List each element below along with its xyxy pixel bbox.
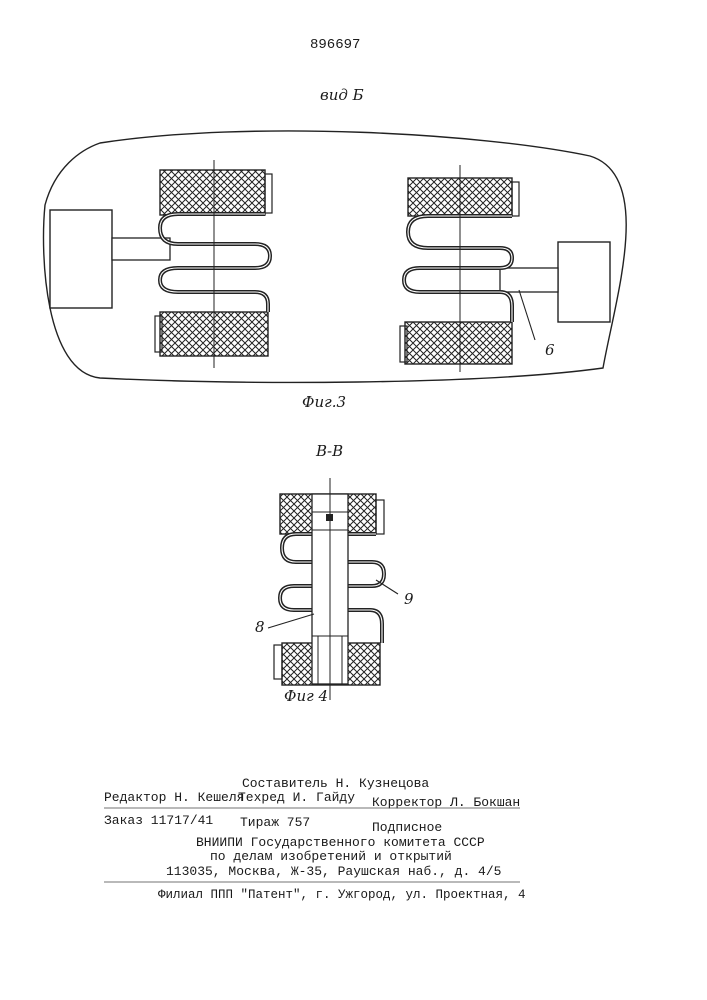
imprint-rules xyxy=(0,0,707,1000)
